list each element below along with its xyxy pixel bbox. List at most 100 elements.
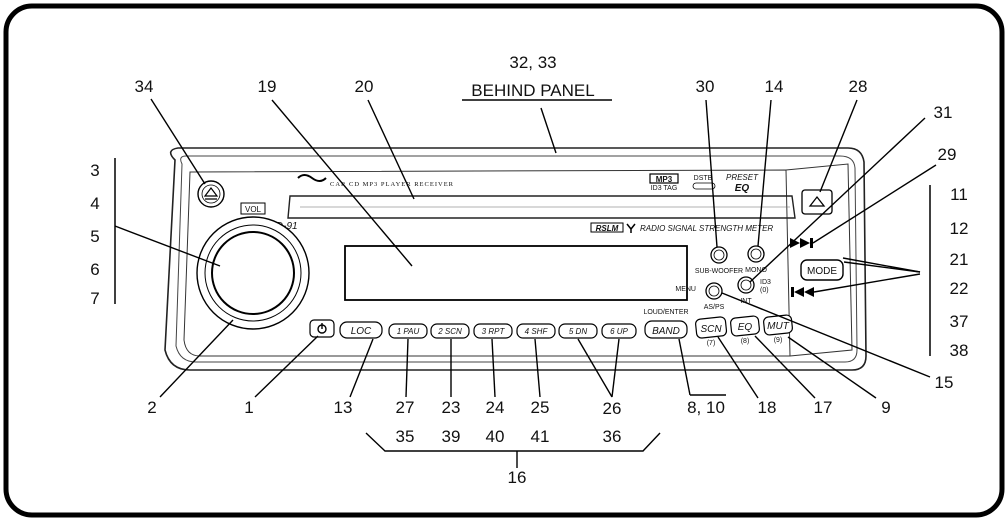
callout-6: 6 xyxy=(90,260,99,279)
brand-text: CAR CD MP3 PLAYER RECEIVER xyxy=(330,181,454,188)
preset-2-label: 2 SCN xyxy=(437,327,462,336)
callout-34: 34 xyxy=(135,77,154,96)
callout-27: 27 xyxy=(396,398,415,417)
open-panel-icon xyxy=(808,195,826,207)
callout-19: 19 xyxy=(258,77,277,96)
scn-button-label: SCN xyxy=(700,324,722,335)
callout-22: 22 xyxy=(950,279,969,298)
mode-button[interactable] xyxy=(800,259,844,281)
band-button-label: BAND xyxy=(652,326,680,337)
callout-17: 17 xyxy=(814,398,833,417)
callout-41: 41 xyxy=(531,427,550,446)
callout-2: 2 xyxy=(147,398,156,417)
rslm-text: RADIO SIGNAL STRENGTH METER xyxy=(640,224,773,233)
preset-2-button[interactable] xyxy=(430,323,470,339)
callout-15: 15 xyxy=(935,373,954,392)
id3-sub-label: (0) xyxy=(760,287,769,294)
asps-button[interactable] xyxy=(705,282,723,300)
subwoofer-button[interactable] xyxy=(710,246,728,264)
dstb-label: DSTB xyxy=(694,175,713,182)
preset-4-button[interactable] xyxy=(516,323,556,339)
lcd-display xyxy=(344,245,688,301)
mono-button[interactable] xyxy=(747,245,765,263)
id3-tag-label: ID3 TAG xyxy=(651,185,678,192)
callout-4: 4 xyxy=(90,194,99,213)
callout-5: 5 xyxy=(90,227,99,246)
volume-knob[interactable] xyxy=(211,231,295,315)
preset-1-button[interactable] xyxy=(388,323,428,339)
header-title: BEHIND PANEL xyxy=(471,81,594,100)
callout-37: 37 xyxy=(950,312,969,331)
prev-track-icon[interactable] xyxy=(791,287,814,297)
header-numbers: 32, 33 xyxy=(509,53,556,72)
mp3-badge: MP3 xyxy=(656,175,673,184)
callouts: 34 19 20 30 14 28 31 29 3 4 5 6 7 11 12 … xyxy=(90,77,968,487)
callout-20: 20 xyxy=(355,77,374,96)
preset-3-button[interactable] xyxy=(473,323,513,339)
callout-26: 26 xyxy=(603,399,622,418)
callout-21: 21 xyxy=(950,250,969,269)
callout-16: 16 xyxy=(508,468,527,487)
callout-25: 25 xyxy=(531,398,550,417)
callout-7: 7 xyxy=(90,289,99,308)
eq-button[interactable] xyxy=(730,315,760,337)
eq-button-label: EQ xyxy=(738,322,753,333)
rslm-badge: RSLM xyxy=(596,224,619,233)
callout-18: 18 xyxy=(758,398,777,417)
mode-button-label: MODE xyxy=(807,266,837,277)
eject-icon xyxy=(203,187,219,200)
callout-31: 31 xyxy=(934,103,953,122)
callout-38: 38 xyxy=(950,341,969,360)
leader-lines xyxy=(114,98,937,468)
stereo-unit: CAR CD MP3 PLAYER RECEIVER MP3 ID3 TAG D… xyxy=(164,147,867,371)
id3-label: ID3 xyxy=(760,279,771,286)
mut-button[interactable] xyxy=(763,314,793,336)
callout-14: 14 xyxy=(765,77,784,96)
subwoofer-label: SUB-WOOFER xyxy=(695,268,743,275)
callout-35: 35 xyxy=(396,427,415,446)
loud-enter-label: LOUD/ENTER xyxy=(643,309,688,316)
int-label: INT xyxy=(740,298,752,305)
callout-23: 23 xyxy=(442,398,461,417)
callout-12: 12 xyxy=(950,219,969,238)
preset-6-label: 6 UP xyxy=(610,327,628,336)
scn-sub-label: (7) xyxy=(707,340,716,347)
callout-36: 36 xyxy=(603,427,622,446)
mut-button-label: MUT xyxy=(767,321,790,332)
callout-29: 29 xyxy=(938,145,957,164)
band-button[interactable] xyxy=(644,320,688,339)
loc-button[interactable] xyxy=(339,321,383,339)
callout-39: 39 xyxy=(442,427,461,446)
antenna-icon xyxy=(626,223,636,233)
callout-9: 9 xyxy=(881,398,890,417)
callout-28: 28 xyxy=(849,77,868,96)
preset-label: PRESET xyxy=(726,173,759,182)
eq-badge: EQ xyxy=(735,183,750,194)
preset-6-button[interactable] xyxy=(601,323,637,339)
brand-logo xyxy=(297,174,327,182)
callout-1: 1 xyxy=(244,398,253,417)
asps-label: AS/PS xyxy=(704,304,725,311)
callout-3: 3 xyxy=(90,161,99,180)
cd-slot xyxy=(287,195,796,219)
preset-5-button[interactable] xyxy=(558,323,598,339)
eq-sub-label: (8) xyxy=(741,338,750,345)
vol-label-box xyxy=(240,202,266,215)
scn-button[interactable] xyxy=(695,316,728,339)
callout-24: 24 xyxy=(486,398,505,417)
loc-button-label: LOC xyxy=(351,326,372,337)
preset-3-label: 3 RPT xyxy=(482,327,506,336)
callout-8-10: 8, 10 xyxy=(687,398,725,417)
callout-40: 40 xyxy=(486,427,505,446)
preset-1-label: 1 PAU xyxy=(397,327,420,336)
preset-5-label: 5 DN xyxy=(569,327,587,336)
id3-button[interactable] xyxy=(737,276,755,294)
open-panel-button[interactable] xyxy=(801,189,833,215)
callout-30: 30 xyxy=(696,77,715,96)
vol-label: VOL xyxy=(245,205,262,214)
callout-13: 13 xyxy=(334,398,353,417)
mut-sub-label: (9) xyxy=(774,337,783,344)
callout-11: 11 xyxy=(950,185,968,204)
menu-label: MENU xyxy=(675,286,696,293)
